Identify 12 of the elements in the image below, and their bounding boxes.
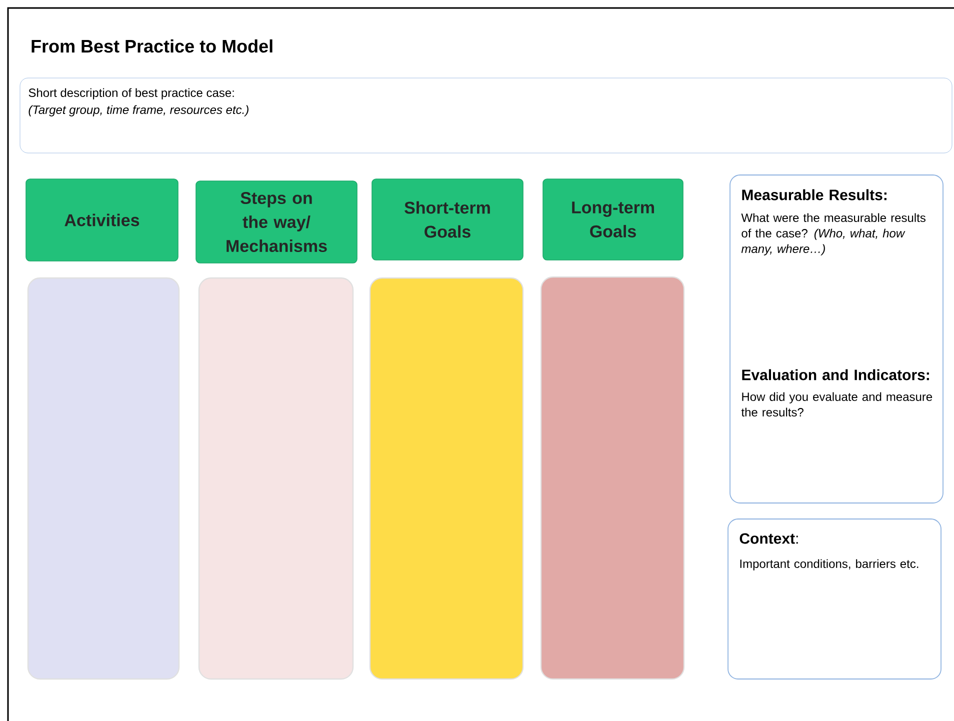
column-header: Long-term Goals (542, 178, 684, 260)
column-box (198, 277, 354, 680)
column-box (540, 276, 685, 680)
column-header: Short-term Goals (372, 178, 524, 260)
column-box (27, 277, 180, 680)
column-header: Activities (26, 178, 178, 262)
text-panel: Context: Important conditions, barriers etc. (728, 518, 942, 680)
title: From Best Practice to Model (32, 39, 272, 53)
description-box: Short description of best practice case: (Target group, time frame, resources etc.) (20, 78, 952, 154)
text-panel: Measurable Results: What were the measurable results of the case? (Who, what, how many, where…) Evaluation and Indicators: How did you evaluate and measure the results? (730, 174, 944, 504)
column-box (369, 277, 524, 680)
column-header: Steps on the way/ Mechanisms (196, 180, 358, 264)
